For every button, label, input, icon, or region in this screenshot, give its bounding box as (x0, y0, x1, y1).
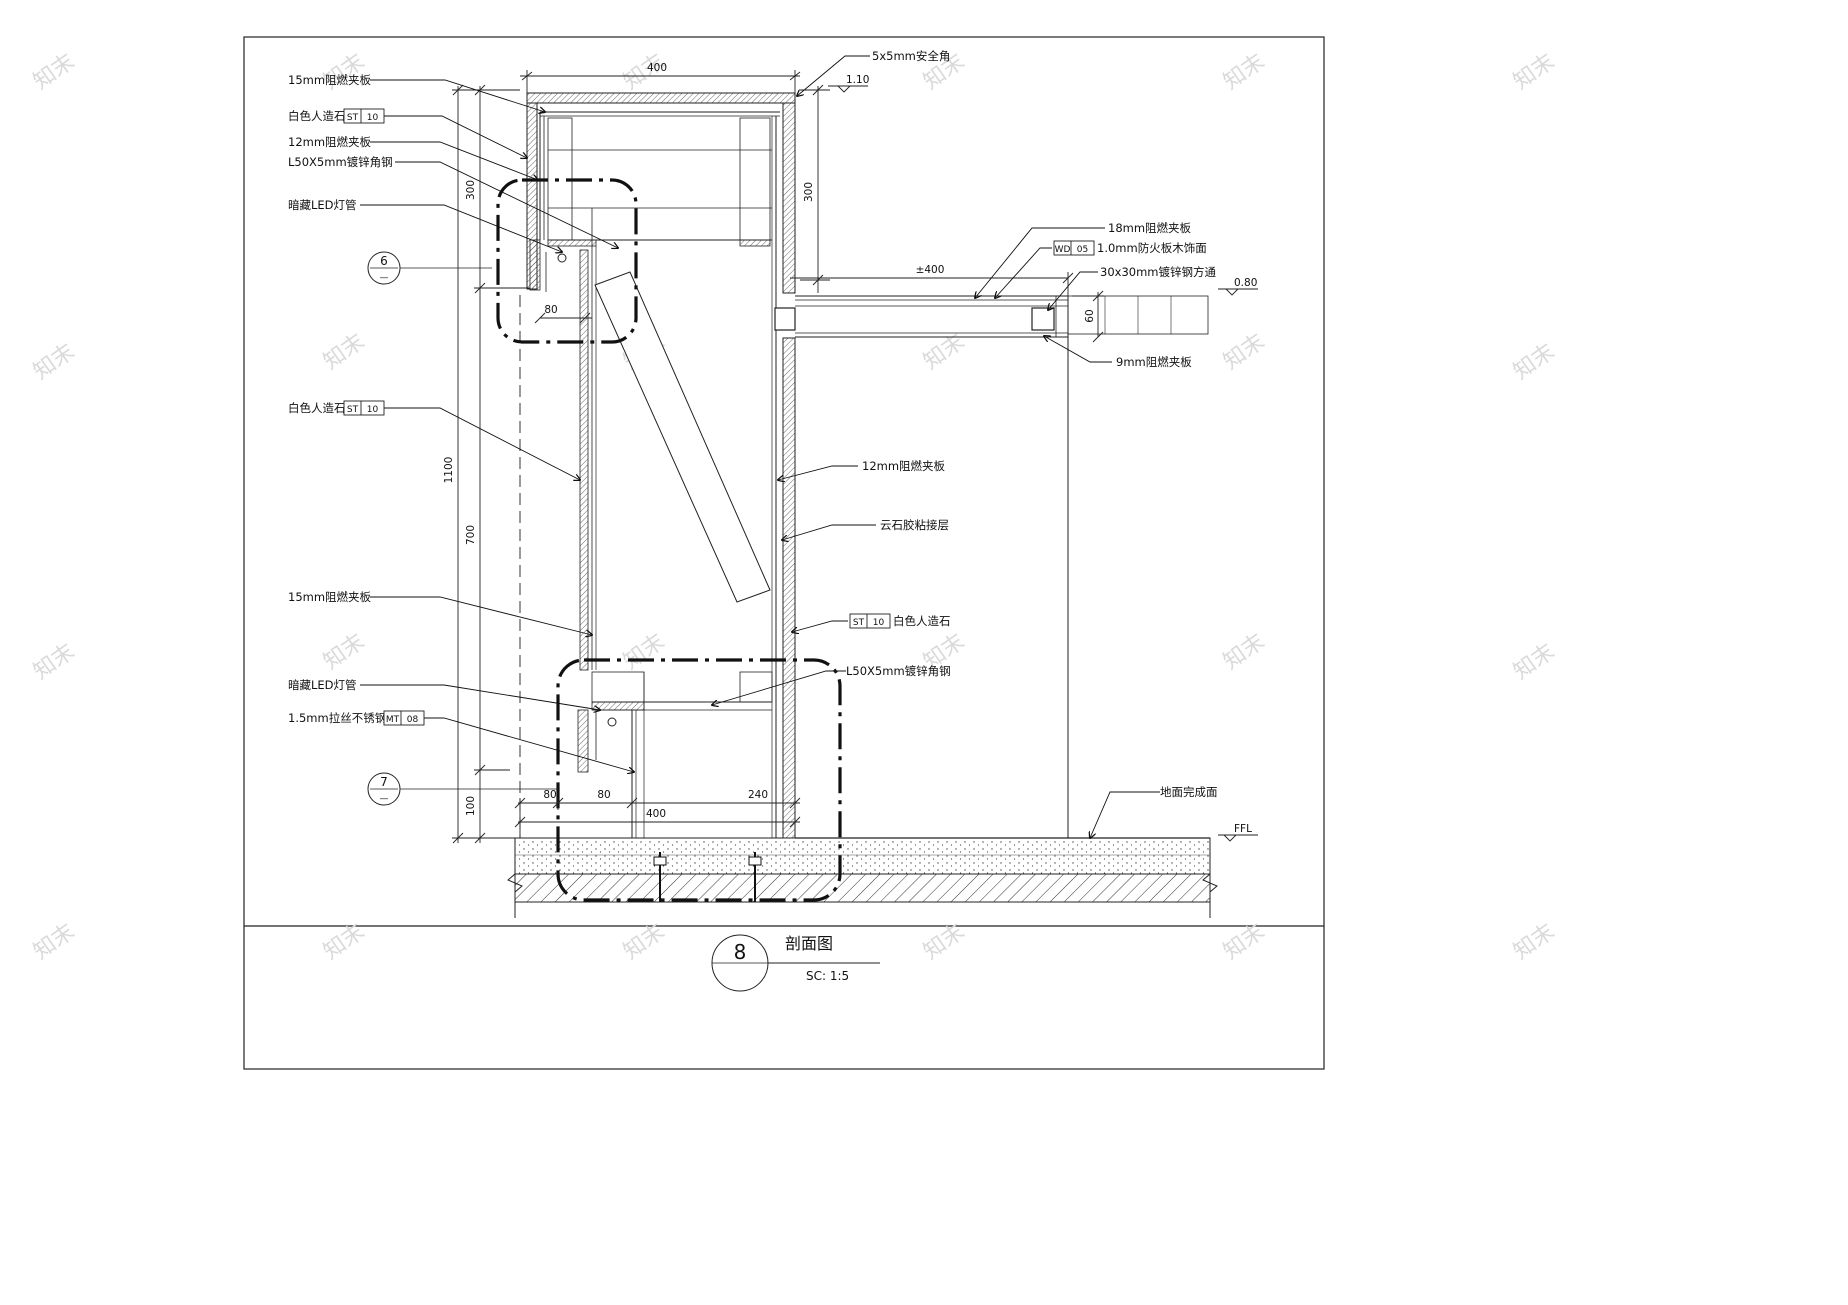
counter-top-shelf (774, 295, 1209, 838)
detail-ref-6-number: 6 (380, 254, 388, 268)
watermark: 知末 (29, 49, 79, 95)
watermark: 知末 (29, 919, 79, 965)
detail-ref-7: 7 — (367, 772, 558, 806)
tag-code: ST (347, 405, 359, 415)
callout-15mm-plywood-top: 15mm阻燃夹板 (288, 73, 372, 87)
detail-bubbles (496, 178, 842, 902)
drawing-scale: SC: 1:5 (806, 969, 849, 983)
detail-ref-6-sheet: — (380, 273, 389, 283)
drawing-number: 8 (734, 940, 747, 964)
tag-number: 05 (1077, 245, 1088, 255)
watermark: 知末 (619, 629, 669, 675)
callout-12mm-plywood-left: 12mm阻燃夹板 (288, 135, 372, 149)
callout-white-stone-top: 白色人造石 (288, 109, 346, 123)
callout-12mm-plywood-right: 12mm阻燃夹板 (862, 459, 946, 473)
dim-counter-thickness: 60 (1084, 309, 1096, 322)
dim-top-height-right: 300 (803, 182, 815, 202)
watermark: 知末 (319, 629, 369, 675)
callout-safety-corner: 5x5mm安全角 (872, 49, 950, 63)
detail-ref-7-sheet: — (380, 794, 389, 804)
drawing-title: 剖面图 (785, 934, 833, 953)
counter-body (519, 92, 796, 839)
callout-steel-tube: 30x30mm镀锌钢方通 (1100, 265, 1216, 279)
watermark: 知末 (1219, 49, 1269, 95)
dim-ledge-width: 80 (544, 304, 557, 316)
tag-code: ST (853, 618, 865, 628)
dim-base-height: 100 (465, 796, 477, 816)
level-top: 1.10 (846, 74, 869, 86)
floor-construction (507, 837, 1218, 918)
detail-ref-6: 6 — (367, 251, 492, 285)
tag-number: 10 (367, 113, 379, 123)
callout-9mm-plywood: 9mm阻燃夹板 (1116, 355, 1192, 369)
callout-15mm-plywood-bottom: 15mm阻燃夹板 (288, 590, 372, 604)
watermark: 知末 (1509, 639, 1559, 685)
leader-lines (360, 55, 1160, 838)
callout-angle-steel-top: L50X5mm镀锌角钢 (288, 155, 393, 169)
material-tag-st10-top: ST 10 (343, 108, 385, 124)
callout-fireproof-veneer: 1.0mm防火板木饰面 (1097, 241, 1207, 255)
tag-code: MT (386, 715, 400, 725)
detail-ref-7-number: 7 (380, 775, 388, 789)
watermark: 知末 (29, 639, 79, 685)
material-tag-st10-right: ST 10 (849, 613, 891, 629)
tag-number: 08 (407, 715, 419, 725)
callout-hidden-led-top: 暗藏LED灯管 (288, 198, 357, 212)
level-floor: FFL (1234, 823, 1252, 835)
tag-number: 10 (367, 405, 379, 415)
tag-code: ST (347, 113, 359, 123)
watermark: 知末 (919, 329, 969, 375)
tag-code: WD (1055, 245, 1071, 255)
callout-white-stone-right: 白色人造石 (893, 614, 951, 628)
dim-bottom-80-a: 80 (543, 789, 556, 801)
detail-bubble-7 (556, 658, 842, 902)
material-tag-mt08: MT 08 (383, 710, 425, 726)
level-marker-floor (1218, 834, 1258, 842)
watermark: 知末 (1509, 339, 1559, 385)
watermark: 知末 (1509, 49, 1559, 95)
watermark: 知末 (1219, 329, 1269, 375)
dim-bottom-80-b: 80 (597, 789, 610, 801)
material-tag-st10-mid: ST 10 (343, 400, 385, 416)
dim-middle-height: 700 (465, 525, 477, 545)
dim-bottom-240: 240 (748, 789, 768, 801)
callout-hidden-led-bottom: 暗藏LED灯管 (288, 678, 357, 692)
callout-angle-steel-bottom: L50X5mm镀锌角钢 (846, 664, 951, 678)
callout-white-stone-mid: 白色人造石 (288, 401, 346, 415)
dim-total-height: 1100 (443, 457, 455, 484)
level-counter: 0.80 (1234, 277, 1257, 289)
watermark: 知末 (1509, 919, 1559, 965)
dim-counter-width: ±400 (916, 264, 945, 276)
level-marker-counter (1218, 288, 1258, 296)
dimensions (452, 70, 1104, 844)
callout-brushed-steel: 1.5mm拉丝不锈钢 (288, 711, 386, 725)
tag-number: 10 (873, 618, 885, 628)
watermark: 知末 (1219, 629, 1269, 675)
detail-bubble-6 (496, 178, 638, 344)
dim-bottom-400: 400 (646, 808, 666, 820)
drawing-frame (243, 36, 1325, 1070)
callout-18mm-plywood: 18mm阻燃夹板 (1108, 221, 1192, 235)
watermark: 知末 (319, 329, 369, 375)
watermark: 知末 (29, 339, 79, 385)
dim-top-width: 400 (647, 62, 667, 74)
title-block: 8 剖面图 SC: 1:5 (711, 934, 880, 992)
callout-finished-floor: 地面完成面 (1160, 785, 1218, 799)
callout-adhesive-layer: 云石胶粘接层 (880, 518, 949, 532)
level-marker-top (828, 85, 868, 93)
section-drawing: 知末 知末 知末 知末 知末 知末 知末 知末 知末 知末 知末 知末 知末 知… (29, 36, 1559, 1070)
material-tag-wd05: WD 05 (1053, 240, 1095, 256)
dim-top-height-left: 300 (465, 180, 477, 200)
